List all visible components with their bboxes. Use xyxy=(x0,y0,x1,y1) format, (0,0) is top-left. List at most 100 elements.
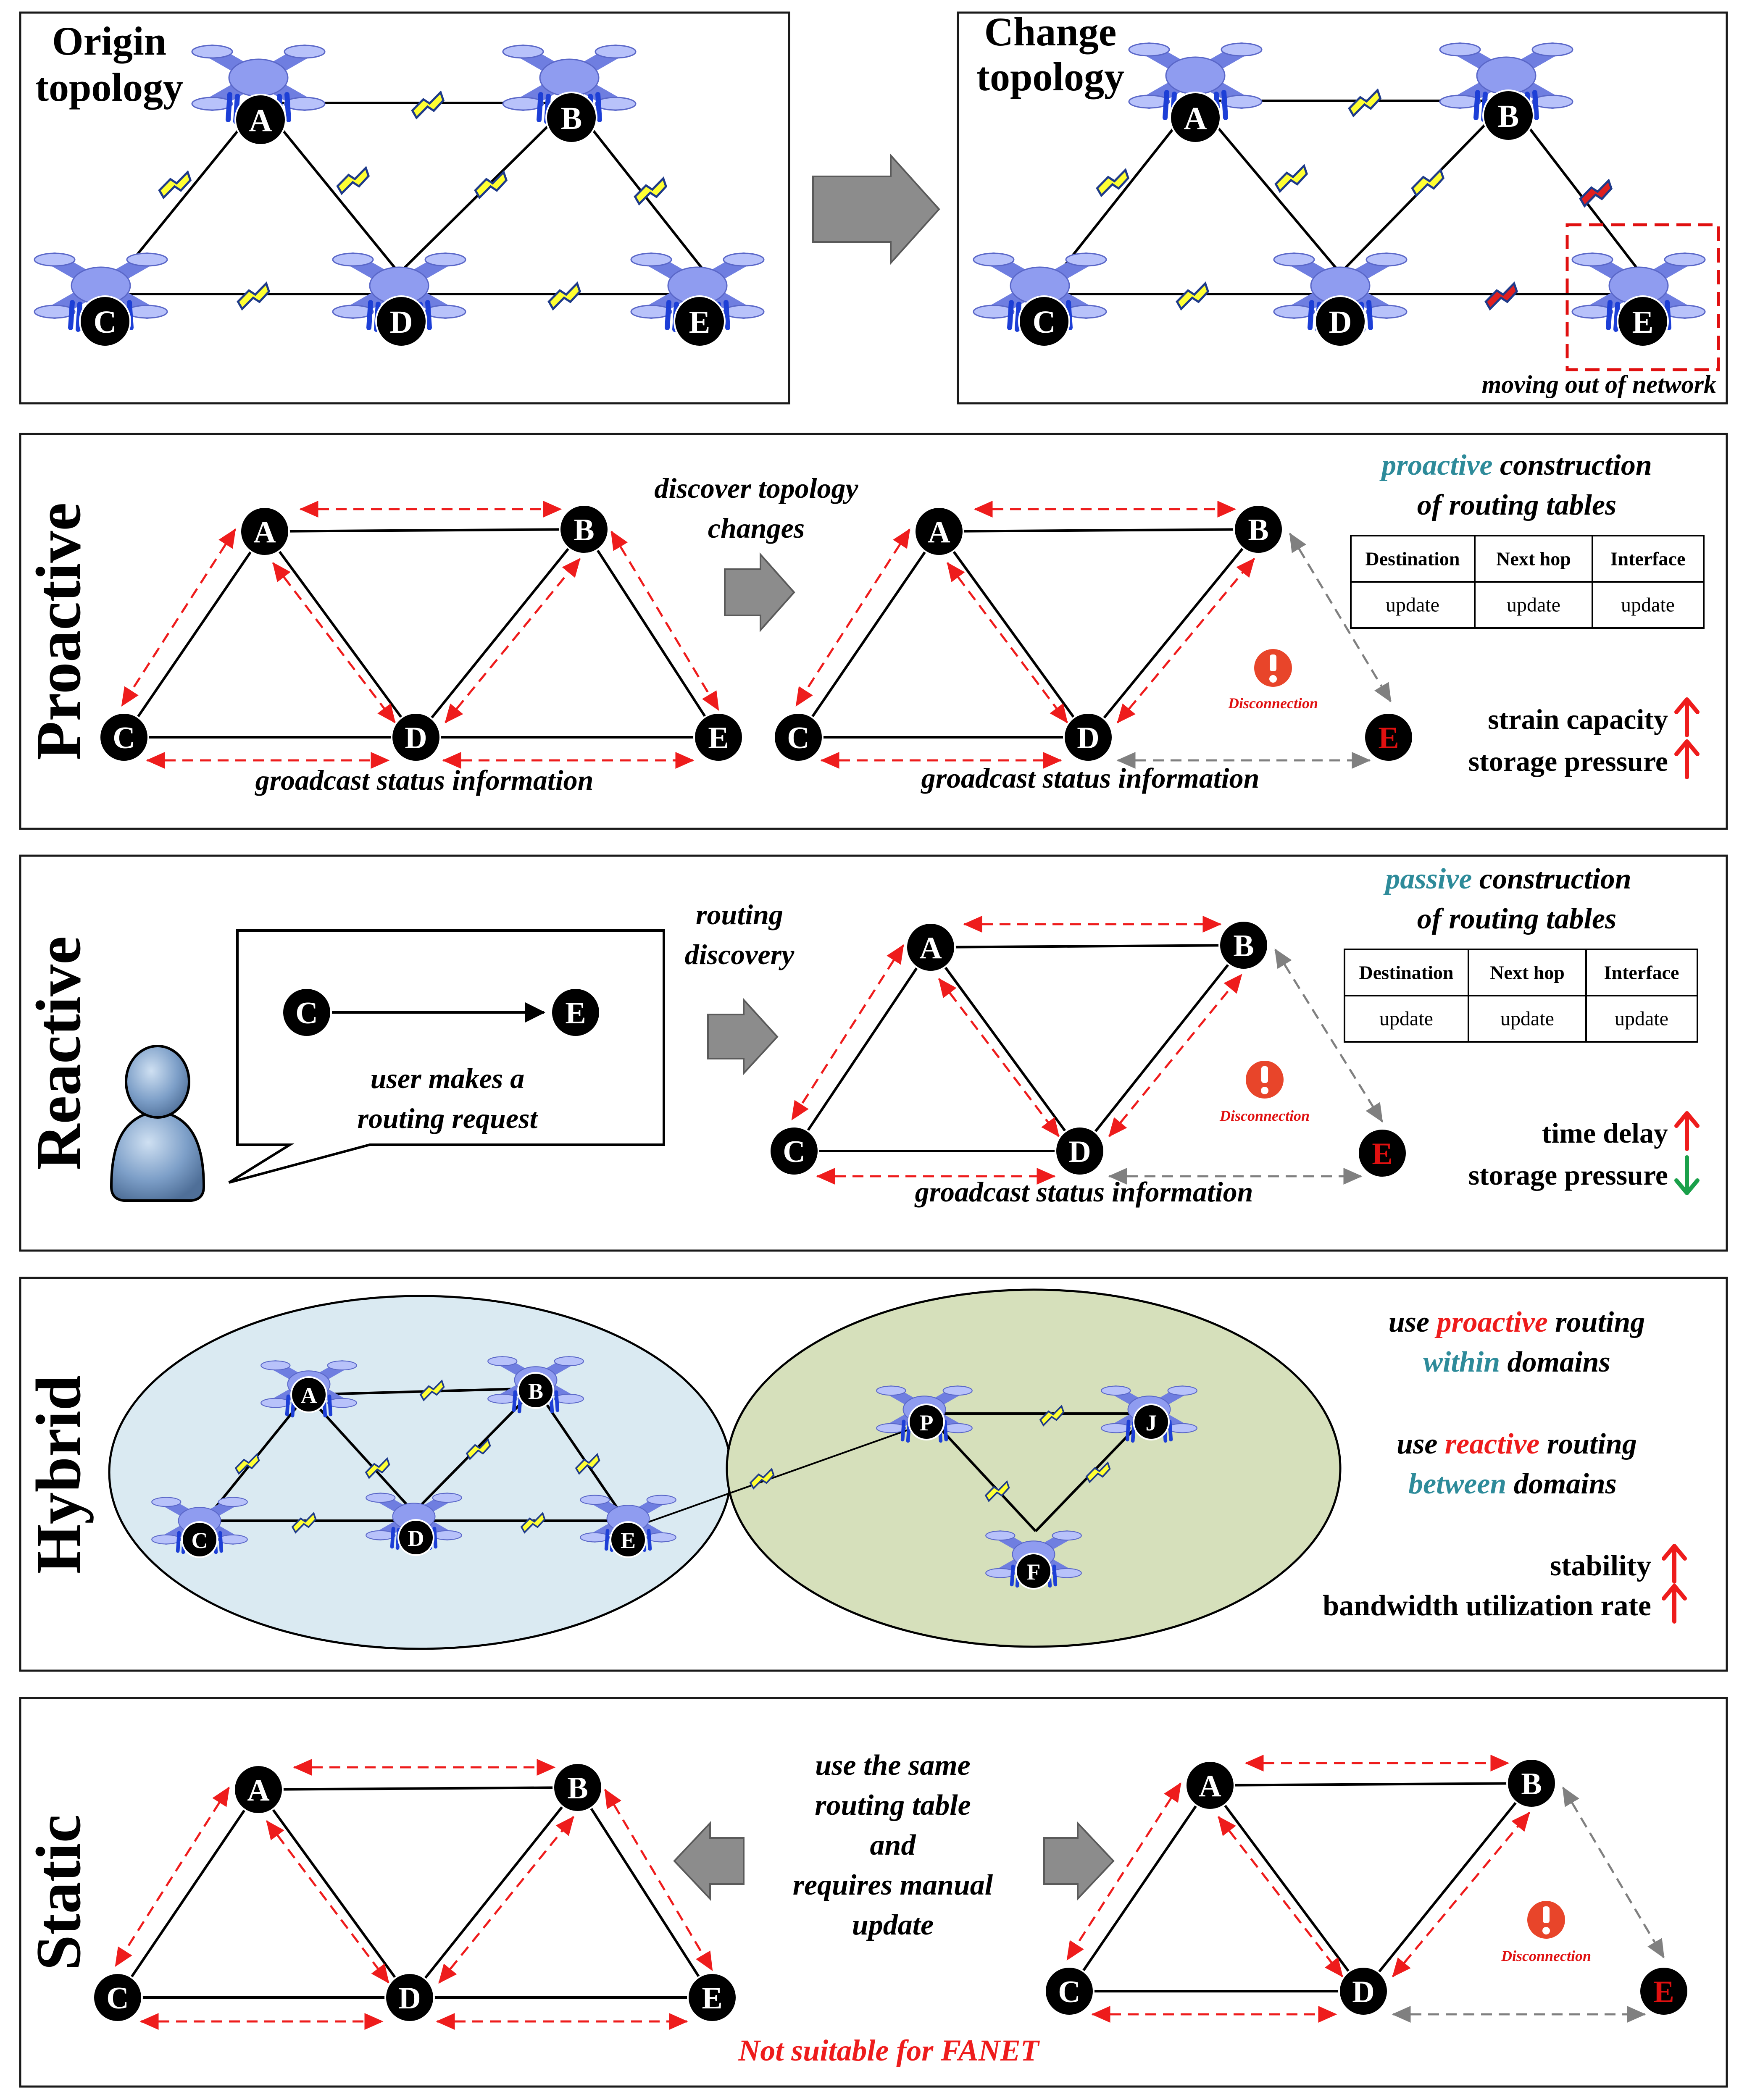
static-disconnection-label: Disconnection xyxy=(1501,1948,1591,1964)
node-a: A xyxy=(914,506,964,557)
reactive-construction-line2: of routing tables xyxy=(1417,903,1617,935)
table-header-next-hop: Next hop xyxy=(1496,548,1571,570)
hybrid-metric1: stability xyxy=(1550,1550,1651,1582)
hybrid-reactive-word: reactive xyxy=(1445,1428,1539,1460)
discovery-line2: discovery xyxy=(685,938,795,970)
svg-text:A: A xyxy=(1199,1769,1221,1803)
svg-text:B: B xyxy=(1233,929,1254,963)
node-d: D xyxy=(397,1519,434,1556)
static-left-graph: A B C D E xyxy=(92,1759,737,2030)
svg-text:D: D xyxy=(1329,305,1352,340)
svg-text:D: D xyxy=(398,1981,421,2016)
svg-text:C: C xyxy=(192,1528,208,1553)
link-signal-icon xyxy=(749,1467,775,1490)
static-center-line: use the same xyxy=(815,1749,970,1782)
discovery-line1: routing xyxy=(696,899,783,930)
node-e: E xyxy=(610,1521,647,1558)
svg-text:F: F xyxy=(1027,1559,1041,1585)
svg-text:A: A xyxy=(919,931,942,965)
static-center-line: update xyxy=(852,1909,934,1941)
drone-icon xyxy=(973,252,1107,332)
svg-text:C: C xyxy=(1058,1975,1080,2009)
node-b: B xyxy=(1218,920,1269,970)
origin-title-line1: Origin xyxy=(52,18,166,63)
node-e: E xyxy=(674,295,726,347)
up-arrow-icon xyxy=(1674,739,1700,779)
proactive-broadcast-right: groadcast status information xyxy=(921,762,1260,794)
drone-icon xyxy=(366,1493,462,1550)
drone-icon xyxy=(502,45,637,124)
up-arrow-icon xyxy=(1662,1544,1687,1584)
node-e-disconnected: E xyxy=(1363,712,1414,762)
proactive-broadcast-left: groadcast status information xyxy=(255,764,594,796)
node-b: B xyxy=(545,92,597,144)
hybrid-line3-pre: use xyxy=(1397,1428,1445,1460)
proactive-right-graph: A B C D E xyxy=(773,501,1414,769)
table-header-destination: Destination xyxy=(1366,548,1460,570)
passive-key-word: passive xyxy=(1383,863,1472,895)
static-section-title: Static xyxy=(23,1814,94,1970)
node-a: A xyxy=(239,506,290,557)
link-signal-icon xyxy=(575,1453,600,1475)
proactive-key-word: proactive xyxy=(1379,449,1492,481)
node-d: D xyxy=(1055,1126,1105,1176)
construction-rest: construction xyxy=(1493,449,1652,481)
change-title-line1: Change xyxy=(984,9,1117,54)
origin-link-symbols xyxy=(158,90,668,311)
link-signal-icon xyxy=(520,1511,546,1534)
node-c: C xyxy=(99,712,149,762)
svg-text:E: E xyxy=(621,1528,636,1553)
node-b: B xyxy=(517,1372,554,1409)
warning-icon xyxy=(1527,1901,1565,1939)
svg-text:D: D xyxy=(390,305,413,340)
svg-text:C: C xyxy=(783,1135,805,1169)
reactive-graph: A B C D E xyxy=(769,916,1408,1185)
svg-text:C: C xyxy=(113,721,135,755)
hybrid-line4-post: domains xyxy=(1506,1468,1617,1500)
static-center-line: and xyxy=(870,1829,916,1861)
svg-text:E: E xyxy=(702,1981,722,2016)
link-signal-icon xyxy=(1039,1404,1065,1427)
up-arrow-icon xyxy=(1674,697,1700,737)
bubble-line2: routing request xyxy=(358,1102,539,1134)
table-header-destination: Destination xyxy=(1359,962,1454,983)
user-avatar xyxy=(110,1045,205,1202)
node-c: C xyxy=(282,987,332,1038)
node-e: E xyxy=(550,987,601,1038)
reactive-broadcast: groadcast status information xyxy=(914,1176,1253,1208)
node-p: P xyxy=(908,1404,945,1440)
link-signal-icon xyxy=(1176,281,1210,311)
node-b: B xyxy=(1506,1758,1557,1808)
change-title-line2: topology xyxy=(976,54,1124,99)
proactive-metric1: strain capacity xyxy=(1488,703,1668,735)
warning-icon xyxy=(1254,649,1292,687)
svg-text:E: E xyxy=(1653,1975,1674,2009)
node-f: F xyxy=(1015,1553,1052,1590)
drone-icon xyxy=(1439,42,1573,122)
moving-node-highlight-box xyxy=(1565,223,1720,371)
svg-text:B: B xyxy=(1248,513,1268,547)
link-signal-icon xyxy=(158,170,192,200)
node-c: C xyxy=(79,295,131,347)
reactive-construction-line1: passive construction xyxy=(1383,863,1631,895)
svg-text:D: D xyxy=(1077,721,1099,755)
svg-text:A: A xyxy=(249,103,272,138)
proactive-metric2: storage pressure xyxy=(1468,745,1668,777)
hybrid-line1: use proactive routing xyxy=(1389,1306,1645,1338)
node-c: C xyxy=(181,1521,218,1558)
table-header-interface: Interface xyxy=(1604,962,1679,983)
discover-line2: changes xyxy=(708,512,805,544)
svg-text:J: J xyxy=(1146,1410,1157,1435)
link-signal-icon xyxy=(291,1511,317,1534)
node-d: D xyxy=(375,295,427,347)
svg-text:A: A xyxy=(247,1773,269,1808)
table-cell: update xyxy=(1386,594,1439,616)
reactive-metric2: storage pressure xyxy=(1468,1159,1668,1191)
hybrid-line2-post: domains xyxy=(1500,1346,1610,1378)
table-header-interface: Interface xyxy=(1610,548,1686,570)
svg-text:A: A xyxy=(253,515,276,549)
link-signal-icon xyxy=(1411,168,1445,197)
hybrid-line3-post: routing xyxy=(1539,1428,1637,1460)
svg-text:B: B xyxy=(561,101,582,136)
node-e-disconnected: E xyxy=(1357,1128,1408,1178)
